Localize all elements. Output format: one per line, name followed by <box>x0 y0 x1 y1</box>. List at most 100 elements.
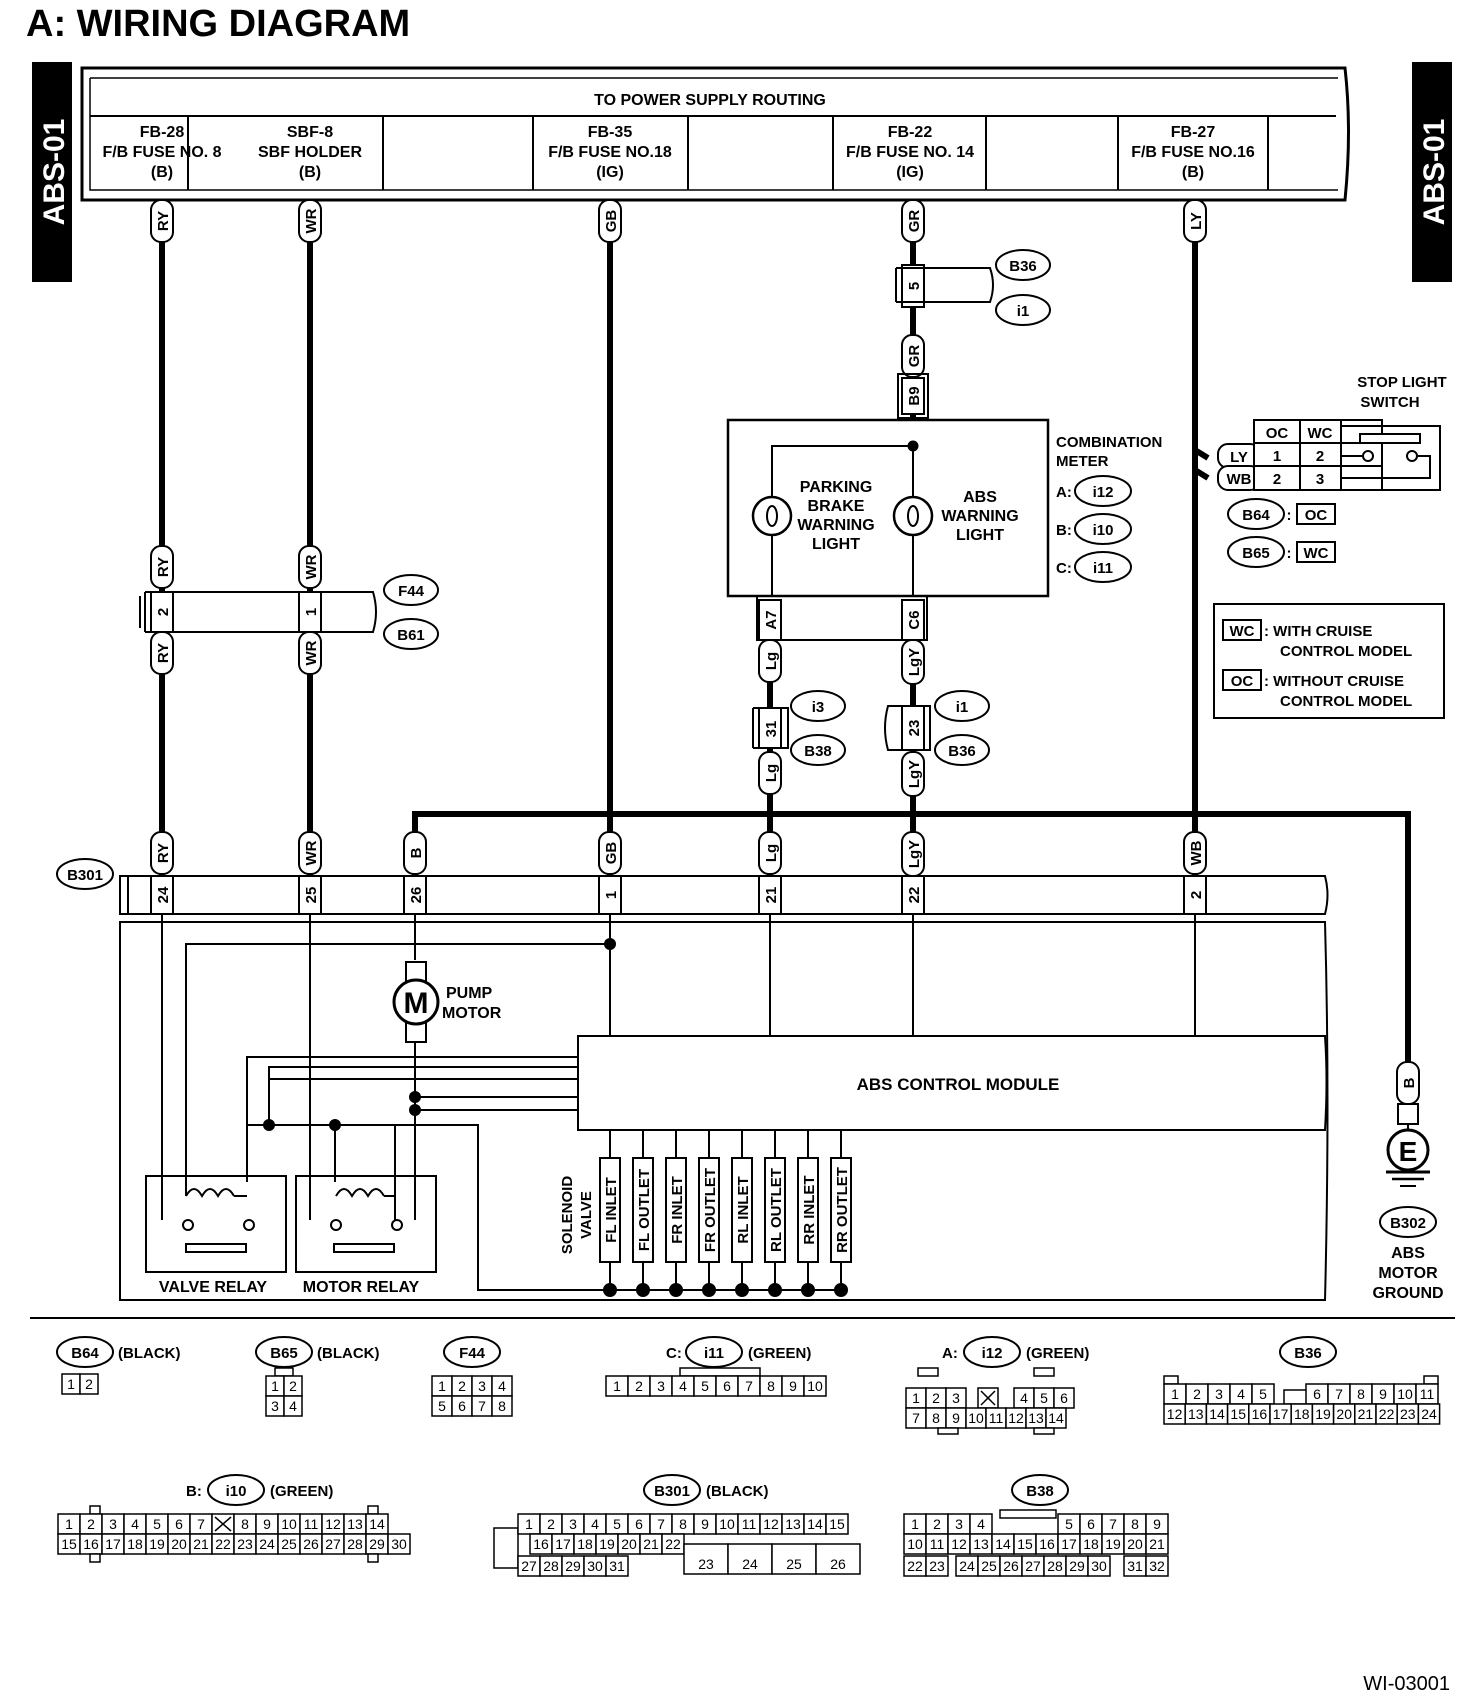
view-label-b38: B38 <box>1026 1483 1054 1500</box>
pin-number: 28 <box>347 1536 363 1552</box>
pin-number: 18 <box>1083 1536 1099 1552</box>
pin-number: 11 <box>1420 1386 1435 1402</box>
connector-b301-strip <box>56 858 1329 915</box>
pin-number: 4 <box>679 1378 687 1394</box>
pin-number: 16 <box>1252 1406 1268 1422</box>
pin-number: 25 <box>786 1556 802 1572</box>
pin-number: 5 <box>1040 1390 1048 1406</box>
pin-number: 4 <box>1020 1390 1028 1406</box>
label-i1-top: i1 <box>1017 303 1030 320</box>
pin-number: 23 <box>237 1536 253 1552</box>
solenoid-valve-label: RL OUTLET <box>768 1168 785 1252</box>
view-label-b64: B64 <box>71 1345 99 1362</box>
meter-a-prefix: A: <box>1056 484 1072 501</box>
pin-number: 7 <box>912 1410 920 1426</box>
pin-number: 3 <box>952 1390 960 1406</box>
pin-number: 5 <box>438 1398 446 1414</box>
pin-31: 31 <box>763 721 780 738</box>
pin-number: 7 <box>1109 1516 1117 1532</box>
pin-number: 14 <box>995 1536 1011 1552</box>
pin-number: 17 <box>555 1536 571 1552</box>
pin-number: 1 <box>525 1516 533 1532</box>
module-internals <box>119 914 1329 1301</box>
pin-number: 15 <box>61 1536 77 1552</box>
pin-number: 4 <box>498 1378 506 1394</box>
pin-number: 21 <box>1149 1536 1165 1552</box>
svg-text:SBF HOLDER: SBF HOLDER <box>258 144 362 161</box>
pin-cell <box>491 1395 513 1417</box>
parking-brake-l3: WARNING <box>797 517 874 534</box>
pin-number: 20 <box>1336 1406 1352 1422</box>
abs-warning-l1: ABS <box>963 489 997 506</box>
parking-brake-l4: LIGHT <box>812 536 860 553</box>
legend-wc-tag: WC <box>1230 623 1255 640</box>
label-b38-mid: B38 <box>804 743 832 760</box>
switch-oc-header: OC <box>1266 425 1289 442</box>
svg-text:FB-35: FB-35 <box>588 124 633 141</box>
label-a7: A7 <box>763 610 780 629</box>
pin-number: 14 <box>807 1516 823 1532</box>
view-label-b301: B301 <box>654 1483 690 1500</box>
pin-number: 6 <box>1060 1390 1068 1406</box>
pin-1-f44: 1 <box>303 608 320 616</box>
wire-tag-ry-upper: RY <box>155 557 172 577</box>
power-supply-title: TO POWER SUPPLY ROUTING <box>594 92 826 109</box>
switch-wc-pin2: 2 <box>1316 448 1324 465</box>
side-tab-right: ABS-01 <box>1412 62 1452 282</box>
pin-number: 12 <box>325 1516 341 1532</box>
solenoid-valve-label: FL INLET <box>603 1177 620 1243</box>
pin-number: 23 <box>698 1556 714 1572</box>
pin-number: 7 <box>197 1516 205 1532</box>
pin-number: 3 <box>109 1516 117 1532</box>
svg-text:SBF-8: SBF-8 <box>287 124 333 141</box>
svg-text:FB-27: FB-27 <box>1171 124 1216 141</box>
pin-number: 27 <box>521 1558 537 1574</box>
pin-number: 2 <box>85 1376 93 1392</box>
meter-connector-ovals <box>1074 475 1132 583</box>
label-b301: B301 <box>67 867 103 884</box>
pin-number: 8 <box>679 1516 687 1532</box>
wire-tag-wb-b301: WB <box>1188 840 1205 865</box>
legend-oc-l2: CONTROL MODEL <box>1280 693 1412 710</box>
pin-number: 20 <box>171 1536 187 1552</box>
meter-b-prefix: B: <box>1056 522 1072 539</box>
pin-number: 28 <box>543 1558 559 1574</box>
page-title: A: WIRING DIAGRAM <box>26 3 410 45</box>
pump-motor-l2: MOTOR <box>442 1005 502 1022</box>
view-label-i10: i10 <box>226 1483 247 1500</box>
pin-number: 11 <box>304 1516 319 1532</box>
pin-number: 31 <box>1127 1558 1143 1574</box>
view-a-prefix: A: <box>942 1345 958 1362</box>
pump-motor-symbol: M <box>404 987 429 1020</box>
pin-number: 1 <box>613 1378 621 1394</box>
pin-number: 24 <box>1421 1406 1437 1422</box>
view-label-f44: F44 <box>459 1345 486 1362</box>
pin-number: 20 <box>621 1536 637 1552</box>
svg-text:F/B FUSE NO.16: F/B FUSE NO.16 <box>1131 144 1255 161</box>
pin-number: 13 <box>1188 1406 1204 1422</box>
view-c-prefix: C: <box>666 1345 682 1362</box>
fuse-fb22: FB-22 F/B FUSE NO. 14 (IG) <box>846 124 974 181</box>
pin-cell <box>79 1373 99 1395</box>
pin-number: 1 <box>912 1390 920 1406</box>
pin-number: 4 <box>131 1516 139 1532</box>
pin-number: 23 <box>1400 1406 1416 1422</box>
power-supply-box <box>80 66 1350 202</box>
pin-cell <box>1417 1403 1441 1425</box>
wire-tag-ly-switch: LY <box>1230 449 1248 466</box>
pin-number: 5 <box>1065 1516 1073 1532</box>
footer-code: WI-03001 <box>1363 1673 1450 1695</box>
pin-number: 22 <box>665 1536 681 1552</box>
combination-meter-title-l1: COMBINATION <box>1056 434 1162 451</box>
wire-tag-wr-b301: WR <box>303 840 320 865</box>
pin-number: 19 <box>599 1536 615 1552</box>
pin-number: 29 <box>1069 1558 1085 1574</box>
valve-relay-label: VALVE RELAY <box>159 1279 268 1296</box>
pin-number: 23 <box>929 1558 945 1574</box>
pin-number: 7 <box>657 1516 665 1532</box>
pin-number: 30 <box>1091 1558 1107 1574</box>
pin-cell <box>683 1543 729 1575</box>
connector-i1-b36-mid <box>884 690 990 766</box>
